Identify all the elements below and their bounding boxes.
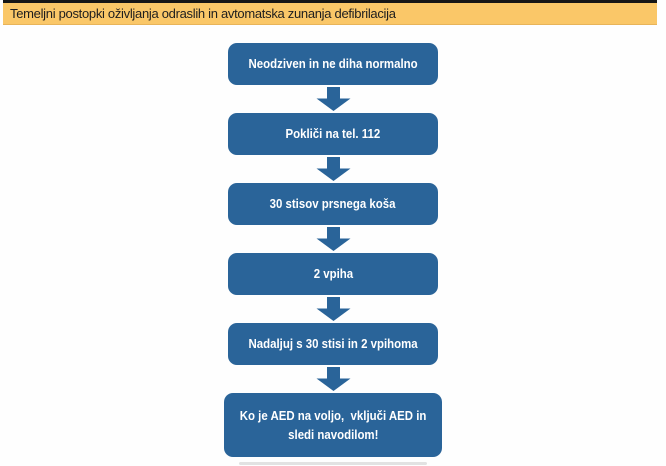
flow-step-6: Ko je AED na voljo, vključi AED in sledi… bbox=[224, 393, 442, 457]
flow-step-5: Nadaljuj s 30 stisi in 2 vpihoma bbox=[228, 323, 438, 365]
flowchart: Neodziven in ne diha normalno Pokliči na… bbox=[0, 43, 666, 457]
flow-step-1: Neodziven in ne diha normalno bbox=[228, 43, 438, 85]
flow-step-1-label: Neodziven in ne diha normalno bbox=[248, 56, 418, 72]
flow-step-5-label: Nadaljuj s 30 stisi in 2 vpihoma bbox=[248, 336, 418, 352]
flow-step-3-label: 30 stisov prsnega koša bbox=[270, 196, 396, 212]
arrow-down-icon bbox=[316, 155, 351, 183]
arrow-down-icon bbox=[316, 365, 351, 393]
arrow-down-icon bbox=[316, 225, 351, 253]
page-title: Temeljni postopki oživljanja odraslih in… bbox=[10, 6, 396, 21]
flow-step-6-label-line-2: sledi navodilom! bbox=[287, 427, 379, 442]
cropped-content-sliver bbox=[239, 462, 427, 465]
title-bar: Temeljni postopki oživljanja odraslih in… bbox=[3, 0, 657, 25]
flow-step-2-label: Pokliči na tel. 112 bbox=[285, 126, 381, 142]
flow-step-4: 2 vpiha bbox=[228, 253, 438, 295]
flow-step-2: Pokliči na tel. 112 bbox=[228, 113, 438, 155]
flow-step-3: 30 stisov prsnega koša bbox=[228, 183, 438, 225]
flow-step-6-label-line-1: Ko je AED na voljo, vključi AED in bbox=[239, 407, 427, 423]
arrow-down-icon bbox=[316, 85, 351, 113]
flow-step-4-label: 2 vpiha bbox=[313, 266, 353, 282]
arrow-down-icon bbox=[316, 295, 351, 323]
